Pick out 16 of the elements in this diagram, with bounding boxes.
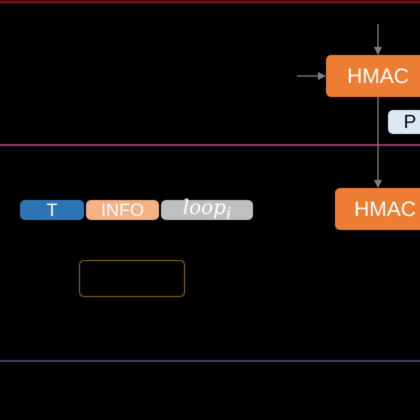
empty-box	[79, 260, 185, 297]
process-box	[335, 188, 420, 230]
field-label: loop$_{i}$	[182, 197, 232, 223]
arrow	[374, 24, 382, 55]
field-block	[161, 200, 253, 220]
box-label: HMAC	[354, 198, 416, 220]
field-label: INFO	[101, 201, 144, 219]
arrow	[374, 97, 382, 188]
tag-box	[388, 110, 420, 134]
field-block	[20, 200, 84, 220]
box-label: HMAC	[347, 66, 409, 86]
field-block	[86, 200, 159, 220]
field-label: T	[46, 201, 58, 219]
process-box	[326, 55, 420, 97]
arrow	[297, 72, 326, 80]
box-label: P	[404, 112, 416, 132]
